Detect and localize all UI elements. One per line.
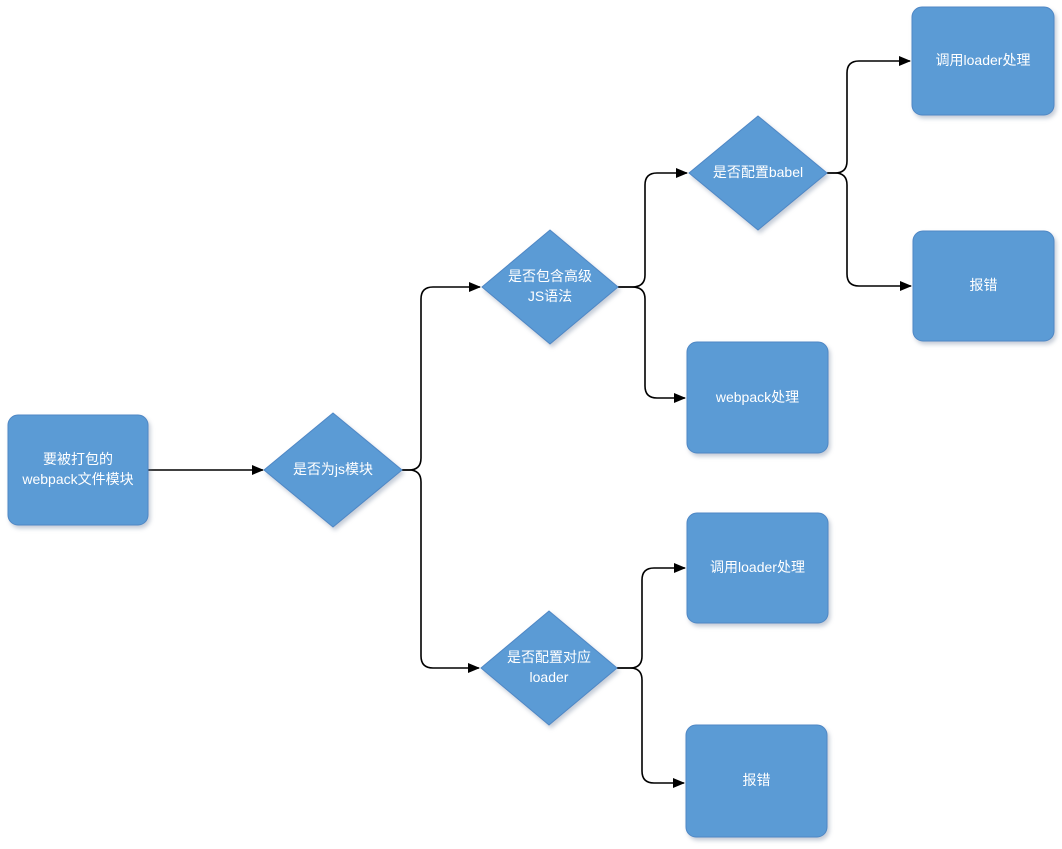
edge-loadercfg-to-error-bottom — [617, 667, 685, 788]
node-call-loader-bottom-shape — [686, 512, 829, 624]
edge-loadercfg-to-callloader-bottom — [617, 563, 686, 669]
node-error-top-shape — [912, 230, 1055, 342]
node-error-bottom-shape — [685, 724, 828, 838]
edge-advancedjs-to-webpack — [618, 286, 686, 403]
node-is-js-module-shape — [263, 412, 403, 528]
node-babel-configured-shape — [688, 115, 828, 231]
node-start-shape — [7, 414, 149, 526]
connectors — [148, 56, 912, 788]
node-loader-configured-shape — [480, 610, 618, 726]
edge-babel-to-error-top — [827, 172, 912, 291]
edge-advancedjs-to-babel — [618, 168, 688, 288]
node-call-loader-top-shape — [911, 6, 1055, 116]
edge-isjs-to-loadercfg — [402, 469, 480, 673]
nodes — [7, 6, 1055, 838]
node-has-advanced-js-shape — [481, 229, 619, 345]
edge-isjs-to-advancedjs — [402, 282, 481, 471]
node-webpack-handle-shape — [686, 341, 829, 454]
edge-babel-to-callloader-top — [827, 56, 911, 174]
